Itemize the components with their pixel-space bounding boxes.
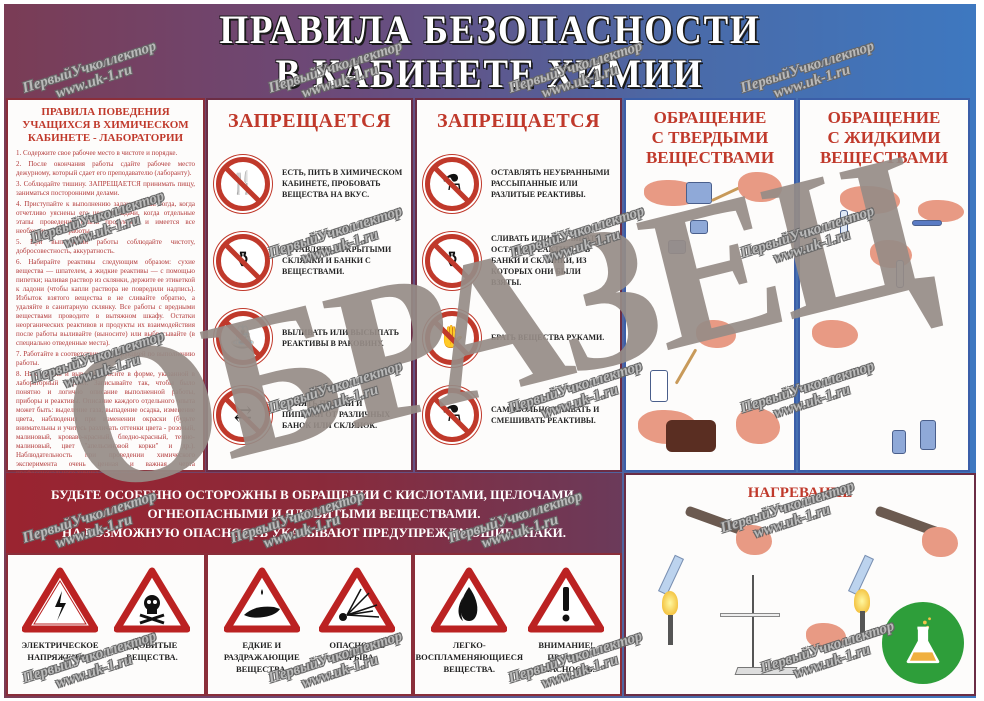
rule-item: 6. Набирайте реактивы следующим образом:… — [16, 258, 195, 347]
banner-line-2: ОГНЕОПАСНЫМИ И ЯДОВИТЫМИ ВЕЩЕСТВАМИ. — [147, 505, 481, 521]
solids-title-3: ВЕЩЕСТВАМИ — [645, 148, 775, 167]
solids-handling-panel: ОБРАЩЕНИЕ С ТВЕРДЫМИ ВЕЩЕСТВАМИ — [624, 98, 796, 472]
high-voltage-icon — [21, 567, 99, 633]
banner-line-1: БУДЬТЕ ОСОБЕННО ОСТОРОЖНЫ В ОБРАЩЕНИИ С … — [50, 486, 577, 502]
no-spills-icon: ⚗ — [425, 156, 479, 211]
chemistry-flask-logo — [882, 602, 964, 684]
rule-item: 5. При выполнении работы соблюдайте чист… — [16, 238, 195, 255]
prohibited-text: ЕСТЬ, ПИТЬ В ХИМИЧЕСКОМ КАБИНЕТЕ, ПРОБОВ… — [282, 168, 403, 199]
prohibited-text: СЛИВАТЬ ИЛИ ВЫСЫПАТЬ ОСТАТКИ РЕАКТИВОВ В… — [491, 234, 601, 287]
prohibited-text: САМОВОЛЬНО СЛИВАТЬ И СМЕШИВАТЬ РЕАКТИВЫ. — [491, 404, 600, 425]
solids-title-2: С ТВЕРДЫМИ — [651, 128, 769, 147]
prohibited-title: ЗАПРЕЩАЕТСЯ — [436, 110, 601, 132]
rule-item: 8. Наблюдения и выводы заносите в форме,… — [16, 370, 195, 477]
prohibited-item: 🍴 ЕСТЬ, ПИТЬ В ХИМИЧЕСКОМ КАБИНЕТЕ, ПРОБ… — [216, 145, 403, 222]
rules-title: ПРАВИЛА ПОВЕДЕНИЯ УЧАЩИХСЯ В ХИМИЧЕСКОМ … — [22, 106, 189, 144]
rule-item: 3. Соблюдайте тишину. ЗАПРЕЩАЕТСЯ приним… — [16, 180, 195, 197]
liquids-title-3: ВЕЩЕСТВАМИ — [819, 148, 949, 167]
explosive-icon — [318, 567, 396, 633]
no-return-reagents-icon: ⚱ — [425, 233, 479, 288]
heating-panel: НАГРЕВАНИЕ — [624, 473, 976, 696]
rule-item: 2. После окончания работы сдайте рабочее… — [16, 160, 195, 177]
rule-item: 1. Содержите свое рабочее место в чистот… — [16, 149, 178, 157]
no-swap-stoppers-icon: ⇄ — [216, 387, 270, 442]
solids-illustration — [626, 170, 794, 470]
prohibited-text: ОСТАВЛЯТЬ НЕУБРАННЫМИ РАССЫПАННЫЕ ИЛИ РА… — [491, 168, 610, 199]
solids-title-1: ОБРАЩЕНИЕ — [653, 108, 767, 127]
flammable-icon — [430, 567, 508, 633]
prohibited-panel-2: ЗАПРЕЩАЕТСЯ ⚗ ОСТАВЛЯТЬ НЕУБРАННЫМИ РАСС… — [415, 98, 622, 472]
liquids-title-2: С ЖИДКИМИ — [827, 128, 941, 147]
prohibited-text: ВЫЛИВАТЬ ИЛИ ВЫСЫПАТЬ РЕАКТИВЫ В РАКОВИН… — [282, 327, 400, 348]
rules-list: 1. Содержите свое рабочее место в чистот… — [16, 149, 195, 489]
prohibited-panel-1: ЗАПРЕЩАЕТСЯ 🍴 ЕСТЬ, ПИТЬ В ХИМИЧЕСКОМ КА… — [206, 98, 413, 472]
general-warning-icon — [527, 567, 605, 633]
rule-item: 4. Приступайте к выполнению задания лишь… — [16, 200, 195, 235]
poster-header: ПРАВИЛА БЕЗОПАСНОСТИ В КАБИНЕТЕ ХИМИИ — [4, 4, 976, 100]
title-line-2: В КАБИНЕТЕ ХИМИИ — [275, 51, 705, 96]
caution-banner: БУДЬТЕ ОСОБЕННО ОСТОРОЖНЫ В ОБРАЩЕНИИ С … — [6, 473, 622, 553]
title-line-1: ПРАВИЛА БЕЗОПАСНОСТИ — [219, 7, 761, 52]
rule-item: 7. Работайте в соответствии с инструкцие… — [16, 350, 195, 367]
prohibited-item: ✋ БРАТЬ ВЕЩЕСТВА РУКАМИ. — [425, 299, 612, 376]
prohibited-text: МЕНЯТЬ ПРОБКИ И ПИПЕТКИ ОТ РАЗЛИЧНЫХ БАН… — [282, 399, 391, 430]
prohibited-text: БРАТЬ ВЕЩЕСТВА РУКАМИ. — [491, 333, 605, 342]
no-mixing-icon: ⚗ — [425, 387, 479, 442]
prohibited-title: ЗАПРЕЩАЕТСЯ — [227, 110, 392, 132]
no-pour-sink-icon: ⛲ — [216, 310, 270, 365]
prohibited-item: ⚱ ОСТАВЛЯТЬ ОТКРЫТЫМИ СКЛЯНКИ И БАНКИ С … — [216, 222, 403, 299]
heating-illustration — [626, 505, 974, 695]
corrosive-icon — [223, 567, 301, 633]
no-touch-hands-icon: ✋ — [425, 310, 479, 365]
liquids-title-1: ОБРАЩЕНИЕ — [827, 108, 941, 127]
prohibited-text: ОСТАВЛЯТЬ ОТКРЫТЫМИ СКЛЯНКИ И БАНКИ С ВЕ… — [282, 245, 392, 276]
liquids-illustration — [800, 170, 968, 470]
prohibited-item: ⛲ ВЫЛИВАТЬ ИЛИ ВЫСЫПАТЬ РЕАКТИВЫ В РАКОВ… — [216, 299, 403, 376]
prohibited-item: ⇄ МЕНЯТЬ ПРОБКИ И ПИПЕТКИ ОТ РАЗЛИЧНЫХ Б… — [216, 376, 403, 453]
liquids-handling-panel: ОБРАЩЕНИЕ С ЖИДКИМИ ВЕЩЕСТВАМИ — [798, 98, 970, 472]
prohibited-item: ⚗ САМОВОЛЬНО СЛИВАТЬ И СМЕШИВАТЬ РЕАКТИВ… — [425, 376, 612, 453]
rules-panel: ПРАВИЛА ПОВЕДЕНИЯ УЧАЩИХСЯ В ХИМИЧЕСКОМ … — [6, 98, 205, 488]
heating-title: НАГРЕВАНИЕ — [747, 485, 853, 501]
no-open-jars-icon: ⚱ — [216, 233, 270, 288]
prohibited-item: ⚗ ОСТАВЛЯТЬ НЕУБРАННЫМИ РАССЫПАННЫЕ ИЛИ … — [425, 145, 612, 222]
banner-line-3: НА ВОЗМОЖНУЮ ОПАСНОСТЬ УКАЗЫВАЮТ ПРЕДУПР… — [62, 524, 566, 540]
prohibited-item: ⚱ СЛИВАТЬ ИЛИ ВЫСЫПАТЬ ОСТАТКИ РЕАКТИВОВ… — [425, 222, 612, 299]
toxic-icon — [113, 567, 191, 633]
no-eating-icon: 🍴 — [216, 156, 270, 211]
